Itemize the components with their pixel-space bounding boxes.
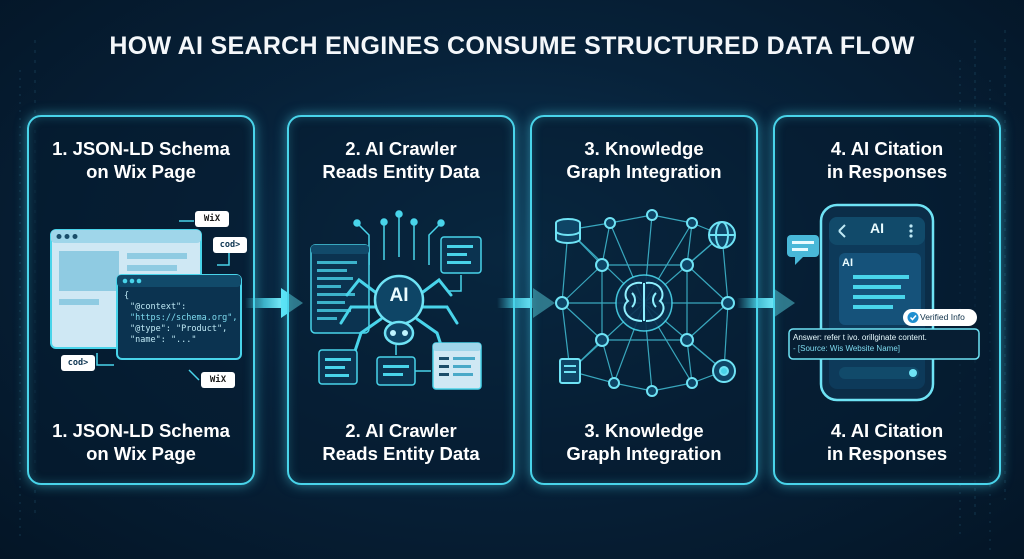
step-title-bottom: 4. AI Citation in Responses — [775, 419, 999, 465]
code-tag-left: cod> — [67, 358, 89, 368]
step-panel-knowledge-graph: 3. Knowledge Graph Integration — [530, 115, 758, 485]
step-title-line1: 3. Knowledge — [584, 420, 704, 441]
step-title-line1: 3. Knowledge — [584, 138, 704, 159]
answer-citation-text: Answer: refer t ivo. orillginate content… — [793, 332, 979, 354]
knowledge-graph-network-illustration — [532, 195, 760, 410]
step-title-line2: Graph Integration — [566, 443, 722, 464]
step-title-line1: 2. AI Crawler — [345, 420, 457, 441]
step-title-line2: Reads Entity Data — [322, 443, 480, 464]
step-title-line2: in Responses — [826, 161, 948, 182]
phone-header-label: AI — [870, 220, 884, 236]
step-title-line2: on Wix Page — [86, 161, 196, 182]
step-title-bottom: 3. Knowledge Graph Integration — [532, 419, 756, 465]
step-panel-json-ld: 1. JSON-LD Schema on Wix Page — [27, 115, 255, 485]
code-line: "@type": "Product", — [130, 324, 228, 334]
wix-badge-top: WiX — [203, 214, 221, 224]
ai-bubble-label: AI — [842, 257, 853, 269]
step-title-line2: Graph Integration — [566, 161, 722, 182]
step-title-line1: 4. AI Citation — [830, 420, 944, 441]
ai-citation-phone-illustration: AI AI Verified Info Answer: refer t ivo.… — [775, 195, 1003, 410]
step-panel-ai-citation: 4. AI Citation in Responses — [773, 115, 1001, 485]
step-panel-ai-crawler: 2. AI Crawler Reads Entity Data — [287, 115, 515, 485]
verified-info-badge: Verified Info — [920, 312, 965, 322]
source-line: - [Source: Wis Website Name] — [793, 344, 900, 353]
ai-crawler-spider-illustration: AI — [289, 195, 517, 410]
webpage-code-illustration: WiX WiX cod> cod> { "@context": "https:/… — [29, 195, 257, 410]
step-title-bottom: 1. JSON-LD Schema on Wix Page — [29, 419, 253, 465]
step-title-top: 1. JSON-LD Schema on Wix Page — [29, 137, 253, 183]
step-title-bottom: 2. AI Crawler Reads Entity Data — [289, 419, 513, 465]
answer-line: Answer: refer t ivo. orillginate content… — [793, 333, 927, 342]
step-title-line1: 1. JSON-LD Schema — [52, 420, 230, 441]
step-title-line1: 1. JSON-LD Schema — [52, 138, 230, 159]
wix-badge-bottom: WiX — [209, 375, 227, 385]
step-title-top: 3. Knowledge Graph Integration — [532, 137, 756, 183]
code-line: "https://schema.org", — [130, 313, 238, 323]
step-title-line1: 4. AI Citation — [830, 138, 944, 159]
page-title: HOW AI SEARCH ENGINES CONSUME STRUCTURED… — [109, 32, 915, 60]
step-title-line2: Reads Entity Data — [322, 161, 480, 182]
code-line: { — [124, 291, 130, 301]
step-title-top: 4. AI Citation in Responses — [775, 137, 999, 183]
step-title-top: 2. AI Crawler Reads Entity Data — [289, 137, 513, 183]
step-title-line1: 2. AI Crawler — [345, 138, 457, 159]
json-ld-code-block: { "@context": "https://schema.org", "@ty… — [124, 291, 240, 346]
code-tag-right: cod> — [219, 240, 241, 250]
step-title-line2: on Wix Page — [86, 443, 196, 464]
code-line: "@context": — [130, 302, 187, 312]
code-line: "name": "..." — [130, 335, 197, 345]
ai-spider-label: AI — [389, 285, 409, 306]
step-title-line2: in Responses — [826, 443, 948, 464]
